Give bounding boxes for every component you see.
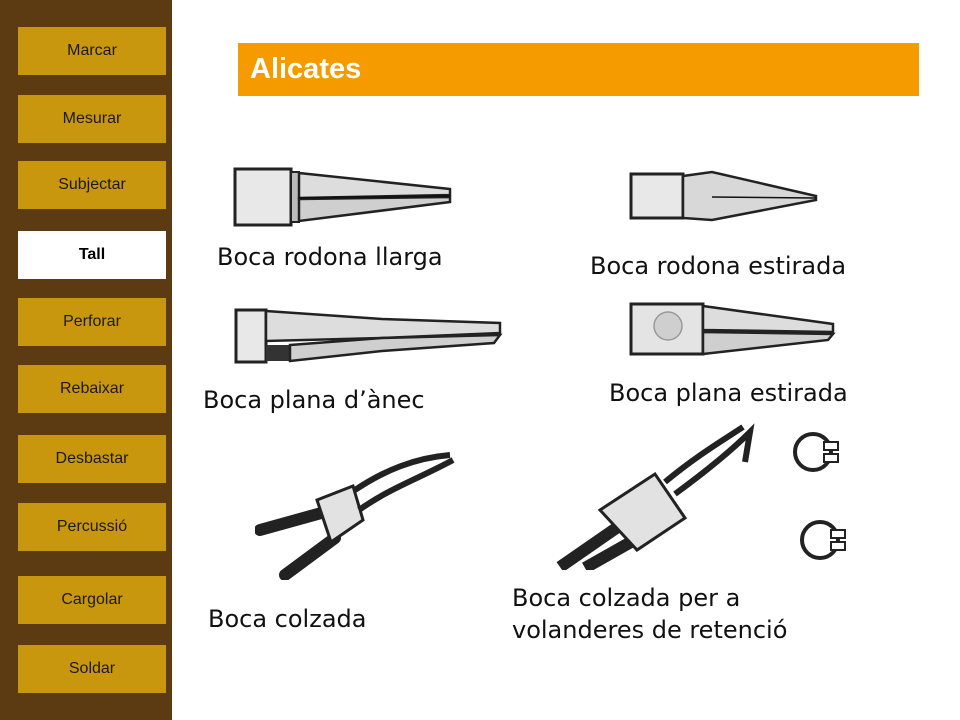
tool-caption-circlip-line1: Boca colzada per a: [512, 584, 741, 612]
tool-caption-round-long: Boca rodona llarga: [217, 243, 443, 271]
tool-caption-circlip-line2: volanderes de retenció: [512, 616, 788, 645]
sidebar-item-tall[interactable]: Tall: [18, 231, 166, 279]
tool-caption-flat-duckbill: Boca plana d’ànec: [203, 386, 425, 414]
tool-caption-bent: Boca colzada: [208, 605, 367, 633]
sidebar-item-subjectar[interactable]: Subjectar: [18, 161, 166, 209]
sidebar-item-soldar[interactable]: Soldar: [18, 645, 166, 693]
circlip-pliers-icon: [556, 423, 846, 570]
sidebar-item-mesurar[interactable]: Mesurar: [18, 95, 166, 143]
page-title: Alicates: [250, 53, 362, 85]
sidebar-item-rebaixar[interactable]: Rebaixar: [18, 365, 166, 413]
bent-nose-pliers-icon: [255, 452, 455, 580]
flat-duckbill-pliers-icon: [234, 308, 503, 364]
sidebar-item-desbastar[interactable]: Desbastar: [18, 435, 166, 483]
tool-caption-circlip: Boca colzada per a volanderes de retenci…: [512, 582, 787, 647]
tool-caption-flat-tapered: Boca plana estirada: [609, 379, 848, 407]
round-nose-long-pliers-icon: [233, 167, 452, 227]
title-bar: Alicates: [238, 43, 919, 96]
tool-caption-round-tapered: Boca rodona estirada: [590, 252, 847, 280]
sidebar-item-perforar[interactable]: Perforar: [18, 298, 166, 346]
round-nose-tapered-pliers-icon: [629, 170, 818, 222]
sidebar: Marcar Mesurar Subjectar Tall Perforar R…: [0, 0, 172, 720]
sidebar-item-cargolar[interactable]: Cargolar: [18, 576, 166, 624]
flat-nose-tapered-pliers-icon: [629, 302, 836, 356]
sidebar-item-percussio[interactable]: Percussió: [18, 503, 166, 551]
sidebar-item-marcar[interactable]: Marcar: [18, 27, 166, 75]
